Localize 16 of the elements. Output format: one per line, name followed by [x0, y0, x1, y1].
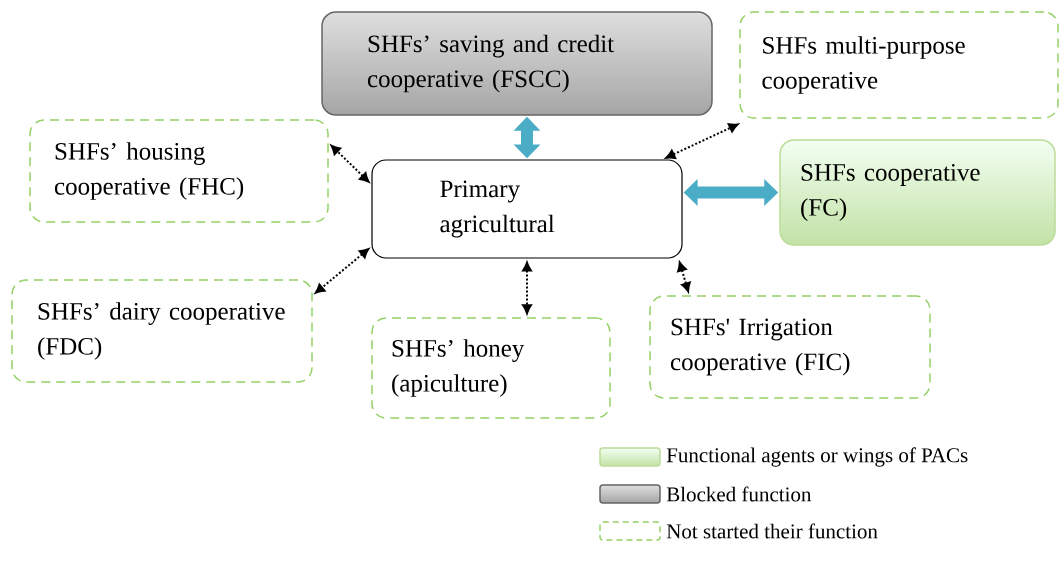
cooperative-box: SHFs cooperative (FC) — [779, 139, 1056, 246]
legend-label: Functional agents or wings of PACs — [666, 447, 968, 467]
arrow — [665, 123, 739, 159]
cooperative-box: SHFs' Irrigation cooperative (FIC) — [649, 295, 931, 399]
arrow — [522, 261, 532, 315]
legend-label: Not started their function — [666, 523, 878, 539]
arrow — [314, 248, 370, 294]
arrow — [677, 261, 691, 293]
cooperative-box: SHFs’ honey (apiculture) — [371, 317, 611, 419]
arrow — [330, 144, 370, 183]
cooperative-box: SHFs’ housing cooperative (FHC) — [29, 119, 329, 223]
cooperative-box: SHFs multi-purpose cooperative — [739, 11, 1059, 119]
cooperative-box: SHFs’ saving and credit cooperative (FSCC) — [321, 11, 713, 116]
process-box: Primary agricultural — [371, 159, 683, 259]
legend-label: Blocked function — [666, 486, 812, 502]
cooperative-box: SHFs’ dairy cooperative (FDC) — [11, 279, 313, 383]
